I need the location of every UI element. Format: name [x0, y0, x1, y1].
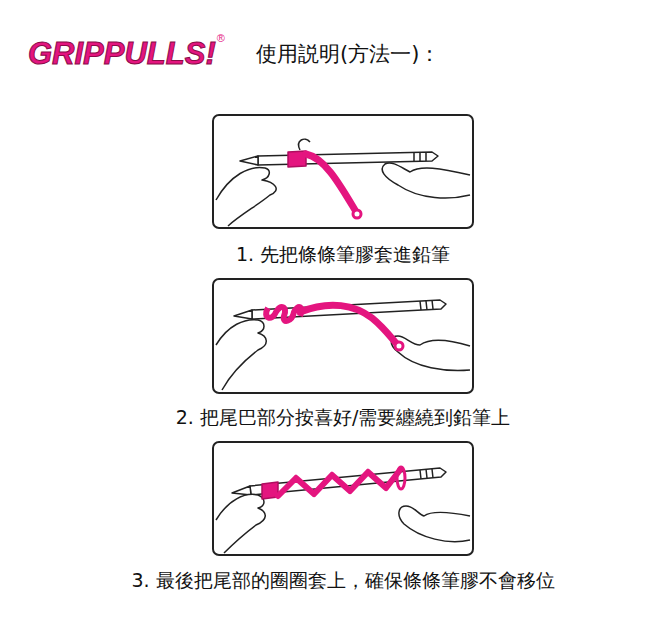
step1-drawing: [216, 139, 470, 226]
pencil-tip: [240, 156, 258, 165]
pencil: [250, 468, 446, 495]
left-hand: [216, 320, 266, 390]
pencil-tip: [232, 486, 251, 495]
step-caption: 1. 先把條條筆膠套進鉛筆: [236, 242, 450, 268]
step-caption: 2. 把尾巴部分按喜好/需要纏繞到鉛筆上: [176, 405, 511, 431]
pencil-end: [414, 152, 426, 161]
grip-loop: [353, 210, 361, 218]
panel-frame: [213, 442, 473, 555]
brand-logo: GRIPPULLS!: [28, 36, 216, 72]
thumb: [299, 139, 310, 150]
left-hand: [216, 167, 276, 226]
panel-frame: [213, 115, 473, 228]
right-hand: [382, 163, 470, 198]
grip-spiral: [278, 470, 400, 496]
right-hand: [391, 336, 470, 370]
grip-loop: [397, 467, 405, 489]
pencil-end: [420, 469, 433, 479]
pencil-end: [420, 300, 433, 310]
grip-tail: [300, 305, 396, 343]
registered-mark: ®: [217, 32, 225, 44]
grip-loop: [395, 342, 403, 350]
step2-drawing: [216, 300, 470, 390]
pencil: [258, 152, 438, 165]
right-hand: [399, 506, 470, 542]
step3-drawing: [216, 467, 470, 553]
pencil-tip: [234, 310, 252, 319]
grip-coil: [266, 307, 301, 321]
left-hand: [216, 494, 265, 553]
grip-tail: [306, 154, 355, 210]
step-caption: 3. 最後把尾部的圈圈套上，確保條條筆膠不會移位: [131, 568, 554, 594]
panel-frame: [213, 279, 473, 393]
page-title: 使用説明(方法一)：: [256, 40, 440, 68]
